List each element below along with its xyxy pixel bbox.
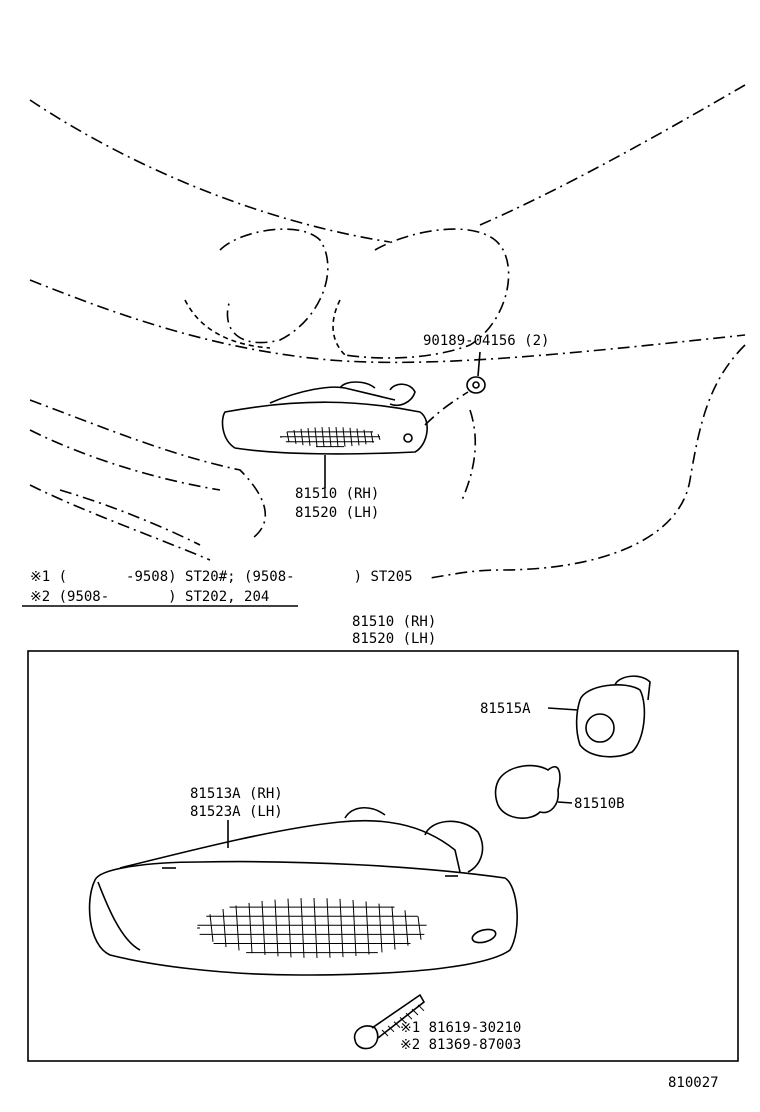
- lamp-lens-icon: [88, 807, 518, 976]
- assembly-lh-label: 81520 (LH): [295, 505, 379, 521]
- assembly-rh-label: 81510 (RH): [295, 486, 379, 502]
- note-2: ※2 (9508- ) ST202, 204: [30, 589, 269, 605]
- bulb-icon: [494, 764, 573, 819]
- bulb-socket-icon: [547, 675, 651, 758]
- note-1: ※1 ( -9508) ST20#; (9508- ) ST205: [30, 569, 413, 585]
- socket-part-number: 81515A: [480, 701, 531, 717]
- screw-note-2: ※2 81369-87003: [400, 1037, 521, 1053]
- detail-frame: [27, 650, 739, 1062]
- figure-number: 810027: [668, 1075, 719, 1091]
- detail-assembly-rh: 81510 (RH): [352, 614, 436, 630]
- screw-note-1: ※1 81619-30210: [400, 1020, 521, 1036]
- screw-part-number: 90189-04156 (2): [423, 333, 549, 349]
- detail-assembly-lh: 81520 (LH): [352, 631, 436, 647]
- lens-lh-label: 81523A (LH): [190, 804, 283, 820]
- turn-signal-lamp-icon: [221, 381, 428, 488]
- bulb-part-number: 81510B: [574, 796, 625, 812]
- car-body-outline: [29, 84, 746, 579]
- lens-rh-label: 81513A (RH): [190, 786, 283, 802]
- screw-icon: [353, 993, 426, 1050]
- clip-nut-icon: [466, 351, 486, 394]
